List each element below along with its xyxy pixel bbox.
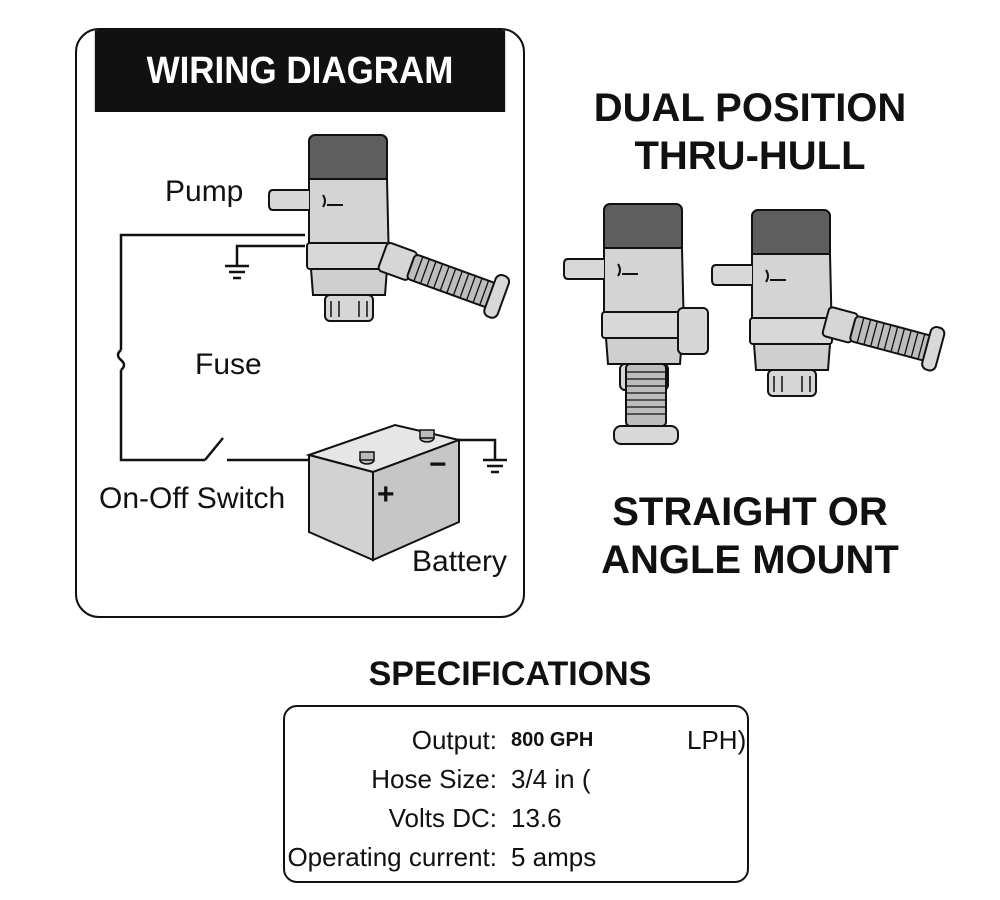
spec-value: 13.6 — [511, 803, 562, 833]
ground-symbol-pump — [225, 264, 249, 280]
mount-illustrations — [563, 203, 946, 445]
switch-label: On-Off Switch — [99, 482, 286, 515]
wiring-diagram-panel: WIRING DIAGRAM — [75, 28, 525, 618]
spec-extra: LPH) — [687, 725, 747, 755]
pump-straight-mount — [563, 203, 709, 445]
spec-row-current: Operating current: 5 amps — [285, 842, 747, 882]
battery-illustration — [305, 423, 463, 562]
ground-symbol-battery — [483, 458, 507, 474]
specifications-title: SPECIFICATIONS — [368, 655, 652, 693]
spec-label: Hose Size: — [371, 764, 497, 794]
dual-position-title: DUAL POSITION THRU-HULL — [590, 84, 910, 180]
wiring-diagram-title: WIRING DIAGRAM — [94, 30, 506, 112]
spec-row-hose-size: Hose Size: 3/4 in ( — [285, 764, 747, 804]
spec-label: Volts DC: — [388, 803, 497, 833]
straight-angle-title-line2: ANGLE MOUNT — [601, 538, 899, 582]
specifications-table: Output: 800 GPH LPH) Hose Size: 3/4 in (… — [283, 705, 749, 883]
straight-angle-title-line1: STRAIGHT OR — [612, 490, 888, 534]
switch-symbol — [204, 437, 224, 461]
battery-label: Battery — [412, 545, 508, 578]
pump-angle-mount — [711, 209, 946, 397]
battery-positive-sign: + — [377, 478, 395, 511]
wiring-pump-illustration — [268, 134, 511, 322]
wiring-diagram-graphic — [116, 134, 511, 562]
dual-position-title-line2: THRU-HULL — [634, 134, 866, 178]
spec-value: 5 amps — [511, 842, 597, 872]
battery-negative-sign: − — [429, 448, 447, 481]
spec-label: Operating current: — [287, 842, 497, 872]
fuse-label: Fuse — [195, 348, 262, 381]
spec-value: 3/4 in ( — [511, 764, 591, 794]
spec-row-volts: Volts DC: 13.6 — [285, 803, 747, 843]
fuse-symbol — [116, 349, 126, 371]
spec-row-output: Output: 800 GPH LPH) — [285, 725, 747, 765]
dual-position-title-line1: DUAL POSITION — [593, 86, 907, 130]
spec-value: 800 GPH — [511, 729, 594, 751]
pump-label: Pump — [165, 175, 244, 208]
straight-angle-title: STRAIGHT OR ANGLE MOUNT — [590, 488, 910, 584]
spec-label: Output: — [411, 725, 497, 755]
